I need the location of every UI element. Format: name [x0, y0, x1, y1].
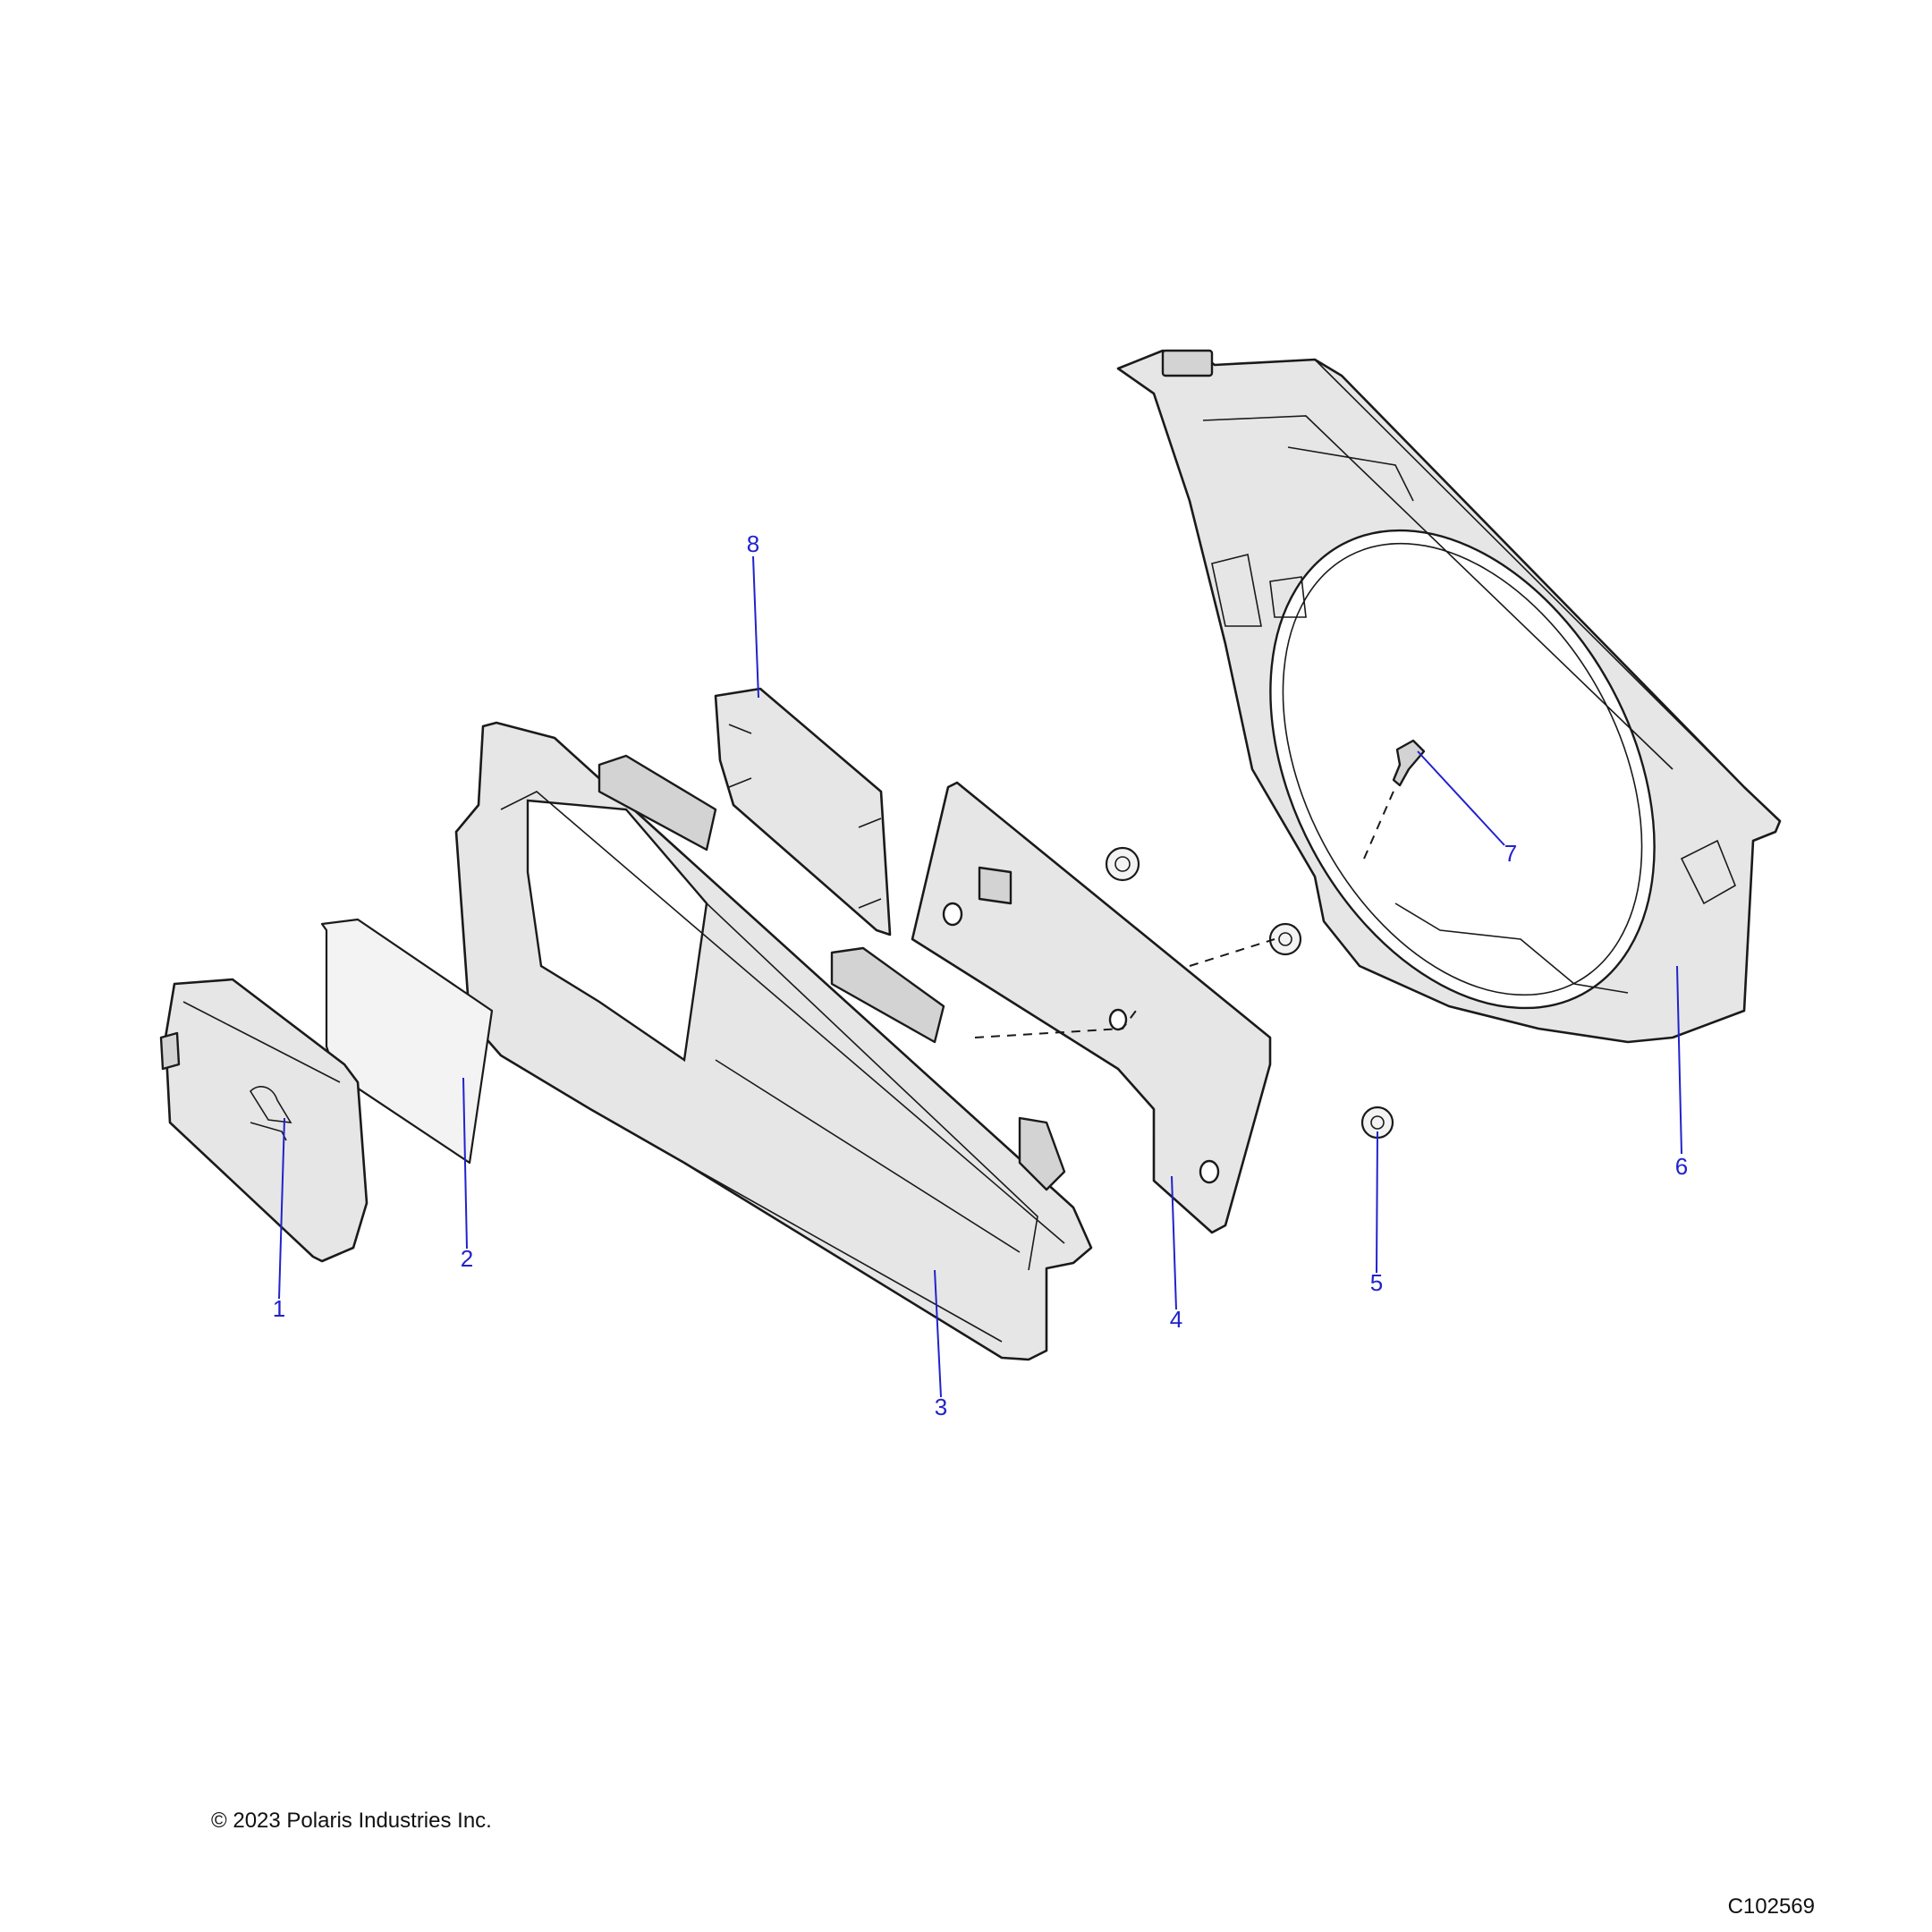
leader-lines [278, 555, 1682, 1398]
part-6-housing [1116, 349, 1782, 1044]
callout-7: 7 [1504, 840, 1517, 867]
part-3-frame [454, 721, 1093, 1361]
callout-5: 5 [1370, 1269, 1383, 1296]
callout-labels: 1 2 3 4 5 6 7 8 [273, 530, 1688, 1420]
part-2-insert [320, 918, 494, 1165]
drawing-id: C102569 [1727, 1894, 1815, 1919]
callout-6: 6 [1675, 1153, 1688, 1180]
callout-4: 4 [1170, 1306, 1182, 1333]
part-4-plate [911, 781, 1272, 1234]
callout-3: 3 [935, 1394, 947, 1420]
part-1-cover [159, 978, 369, 1263]
part-7-fastener [1392, 739, 1426, 787]
callout-1: 1 [273, 1295, 285, 1322]
part-5-washers [1105, 846, 1394, 1140]
callout-2: 2 [461, 1245, 473, 1272]
copyright-notice: © 2023 Polaris Industries Inc. [211, 1809, 492, 1833]
callout-8: 8 [747, 530, 759, 557]
assembly-lines [974, 786, 1396, 1038]
part-8-panel [714, 687, 892, 936]
